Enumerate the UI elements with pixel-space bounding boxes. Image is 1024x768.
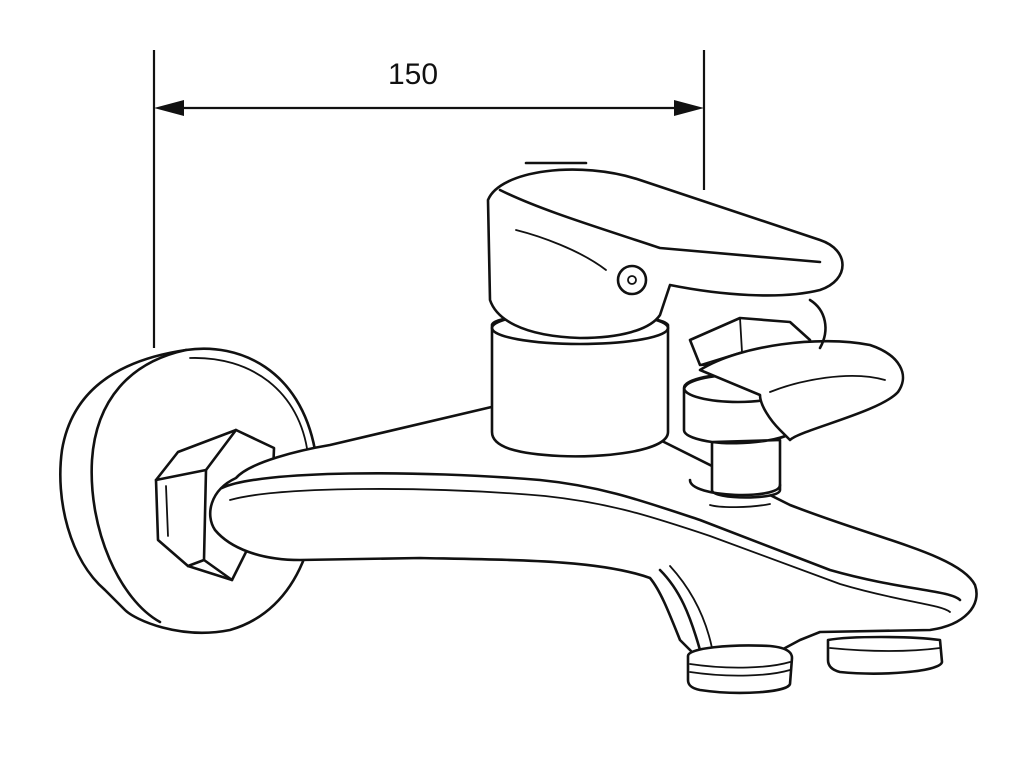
spout-outlet (686, 644, 794, 695)
dimension-value: 150 (388, 58, 438, 91)
rear-connector (688, 298, 905, 442)
faucet-body (208, 399, 978, 662)
left-arrowhead (154, 100, 184, 116)
lever-indicator-dot (616, 264, 648, 296)
shower-outlet (826, 635, 944, 675)
right-arrowhead (674, 100, 704, 116)
width-dimension: 150 (152, 50, 706, 348)
mixer-lever (486, 161, 844, 340)
